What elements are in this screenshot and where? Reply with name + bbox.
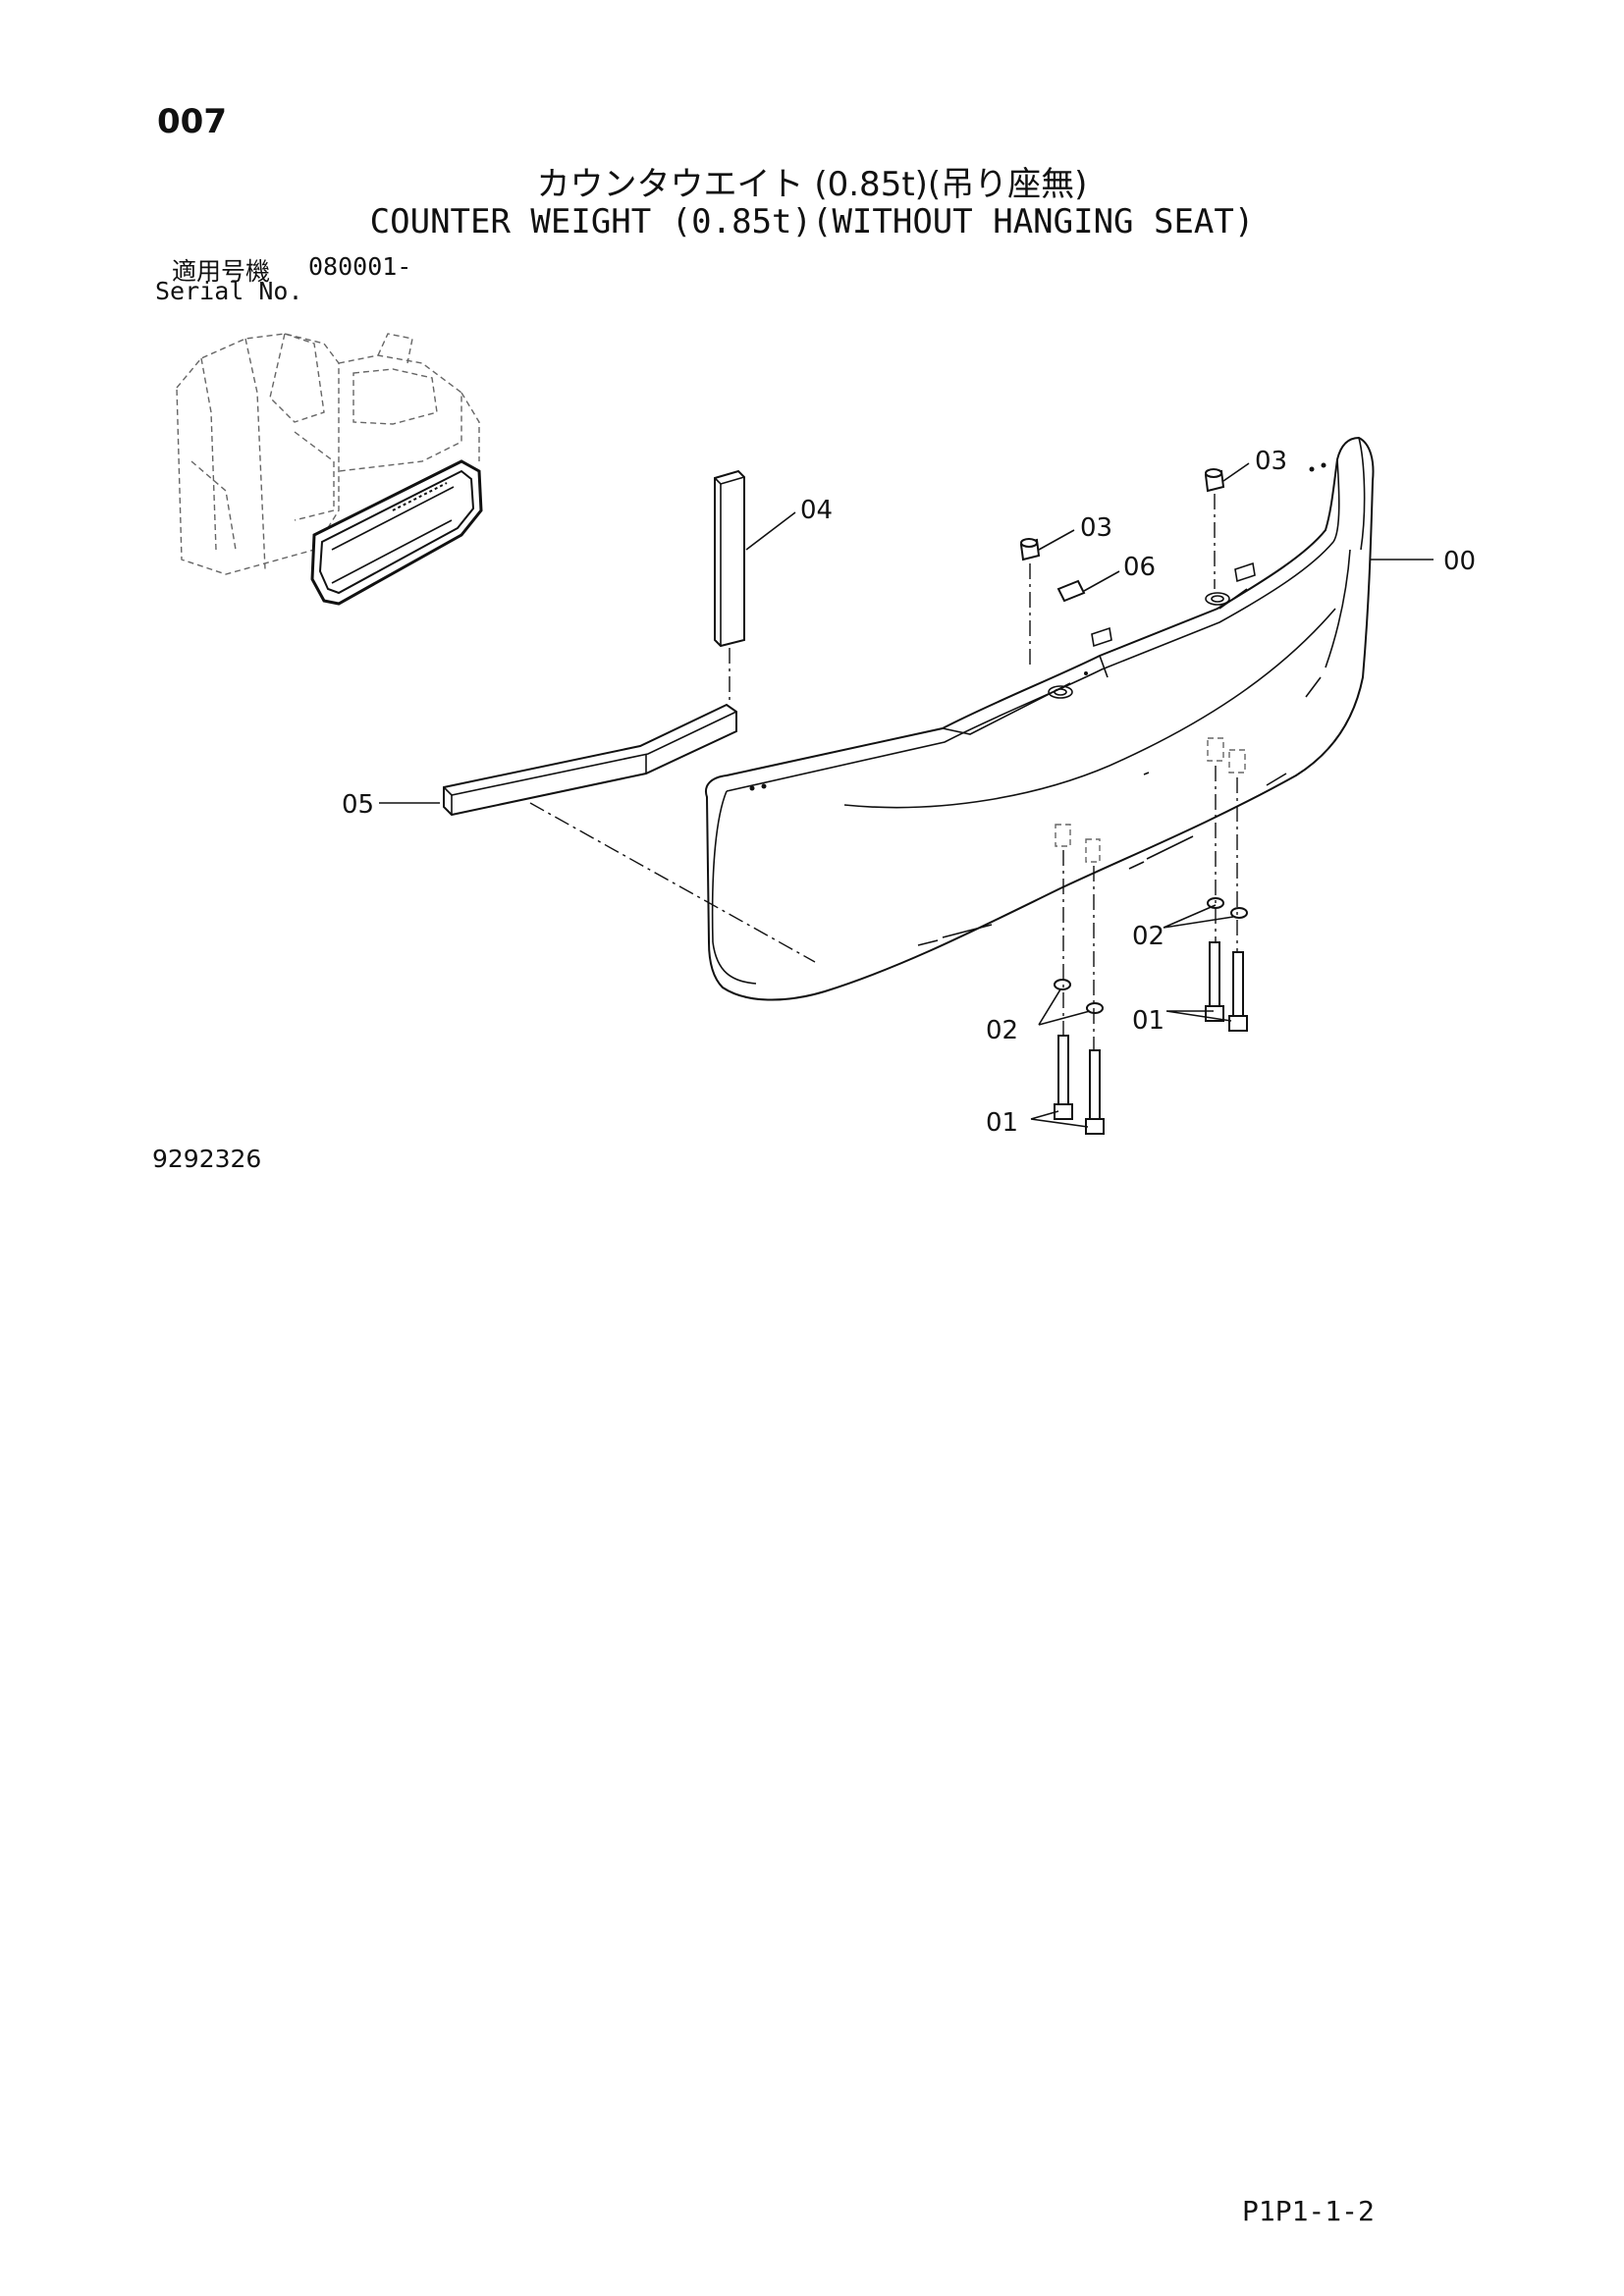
part-03-caps <box>1019 468 1225 561</box>
callout-01-left: 01 <box>986 1108 1018 1138</box>
callout-01-right: 01 <box>1132 1006 1164 1036</box>
callout-labels: 00 04 03 03 06 05 02 01 02 01 <box>342 447 1476 1138</box>
part-05-bent-bar <box>443 703 737 817</box>
callout-06: 06 <box>1123 553 1156 582</box>
callout-04: 04 <box>800 496 833 525</box>
page-number: 007 <box>157 102 227 141</box>
callout-00: 00 <box>1443 547 1476 576</box>
callout-03-right: 03 <box>1255 447 1287 476</box>
callout-02-right: 02 <box>1132 922 1164 951</box>
part-06-plate <box>1056 579 1086 603</box>
callout-02-left: 02 <box>986 1016 1018 1045</box>
leader-lines <box>379 462 1434 1128</box>
counterweight-body <box>705 436 1375 1001</box>
drawing-number: 9292326 <box>152 1145 262 1173</box>
bolts-and-washers <box>1054 737 1248 1135</box>
machine-location-thumbnail <box>176 333 483 606</box>
sheet-code: P1P1-1-2 <box>1242 2195 1375 2227</box>
title-japanese: カウンタウエイト (0.85t)(吊り座無) <box>536 165 1088 204</box>
part-04-vertical-bar <box>714 469 745 648</box>
callout-03-left: 03 <box>1080 513 1112 543</box>
callout-05: 05 <box>342 790 374 820</box>
serial-label-japanese: 適用号機 <box>172 257 271 286</box>
title-english: COUNTER WEIGHT (0.85t)(WITHOUT HANGING S… <box>369 202 1255 241</box>
serial-number-value: 080001- <box>308 252 412 281</box>
assembly-center-lines <box>529 494 1238 1050</box>
serial-label-english: Serial No. <box>155 277 303 305</box>
